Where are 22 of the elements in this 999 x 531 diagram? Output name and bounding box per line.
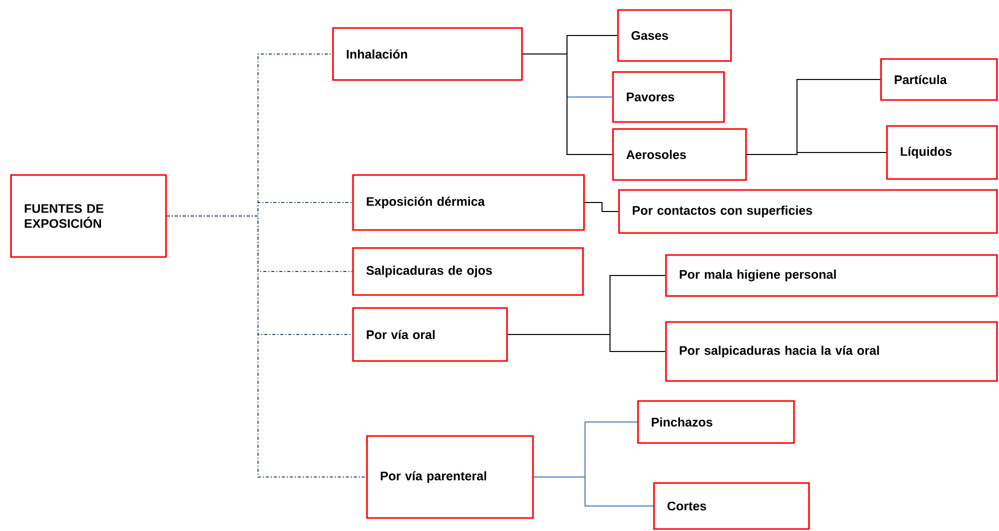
connector xyxy=(746,152,887,155)
label-box: Por salpicaduras hacia la vía oral xyxy=(665,321,998,382)
label-box: Partícula xyxy=(880,58,998,101)
label-box: Por vía parenteral xyxy=(366,435,534,519)
connector xyxy=(584,202,619,212)
label-box: Gases xyxy=(617,9,732,62)
label-box: Por mala higiene personal xyxy=(665,254,998,297)
label-box: Aerosoles xyxy=(612,128,747,181)
label-box: FUENTES DE EXPOSICIÓN xyxy=(10,174,167,258)
label-box: Pavores xyxy=(612,71,725,123)
label-box: Pinchazos xyxy=(637,400,795,444)
label-box: Inhalación xyxy=(332,27,523,81)
connector xyxy=(533,476,654,506)
label-box: Exposición dérmica xyxy=(352,174,585,231)
connector xyxy=(507,334,666,352)
connector xyxy=(166,216,367,478)
label-box: Cortes xyxy=(653,482,810,530)
label-box: Líquidos xyxy=(886,125,998,180)
label-box: Por contactos con superficies xyxy=(618,189,998,234)
label-box: Salpicaduras de ojos xyxy=(352,247,584,296)
label-box: Por vía oral xyxy=(352,307,508,362)
connector xyxy=(522,54,613,155)
